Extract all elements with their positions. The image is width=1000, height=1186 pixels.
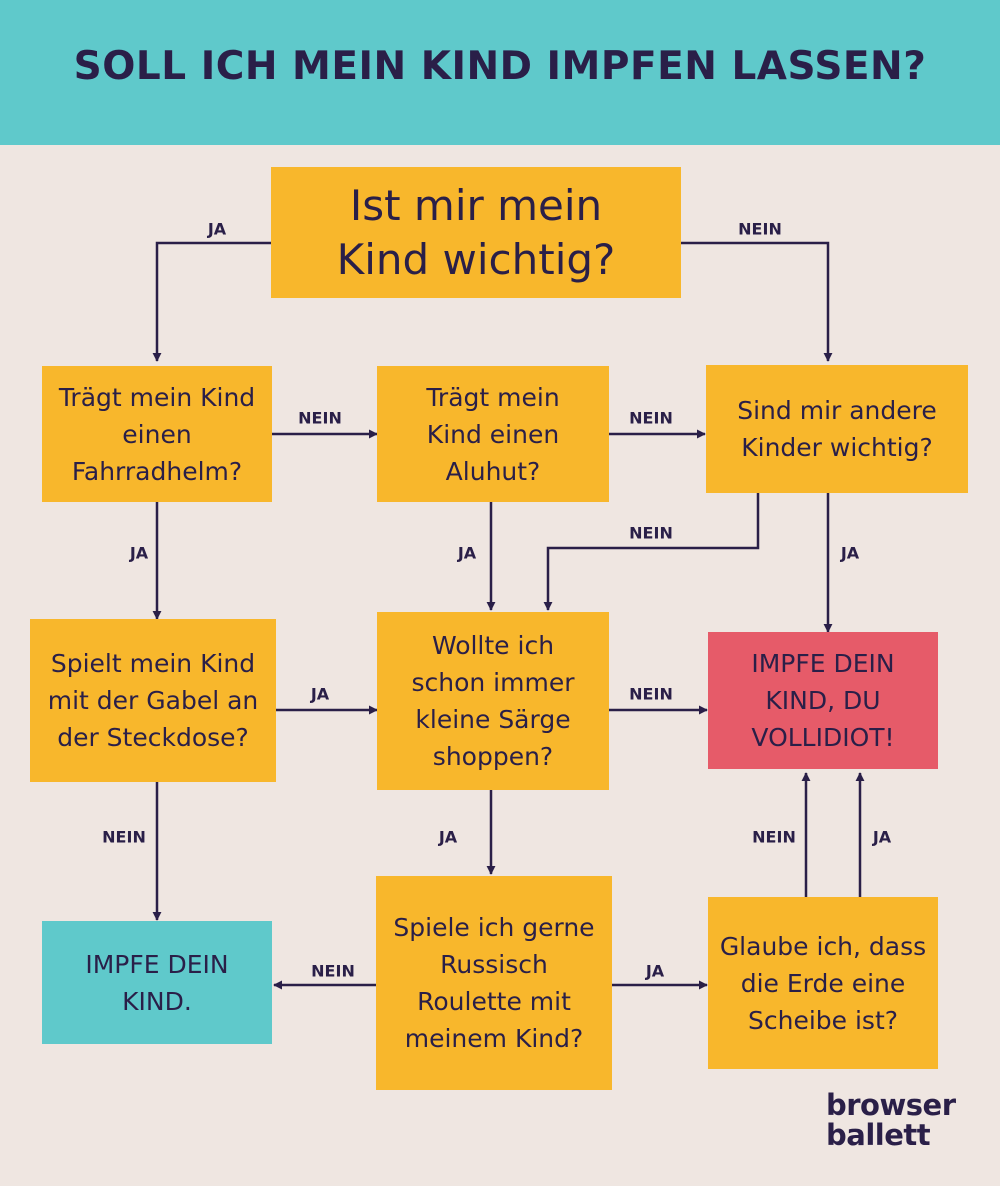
node-coffins: Wollte ich schon immer kleine Särge shop… bbox=[377, 612, 609, 790]
label-others-nein: NEIN bbox=[629, 523, 673, 543]
node-vaccinate: IMPFE DEIN KIND. bbox=[42, 921, 272, 1044]
label-coffins-ja: JA bbox=[438, 827, 458, 847]
node-helmet: Trägt mein Kind einen Fahrradhelm? bbox=[42, 366, 272, 502]
node-alu: Trägt mein Kind einen Aluhut? bbox=[377, 366, 609, 502]
node-roulette: Spiele ich gerne Russisch Roulette mit m… bbox=[376, 876, 612, 1090]
label-alu-ja: JA bbox=[457, 543, 477, 563]
edge-start-ja bbox=[152, 241, 271, 362]
node-idiot: IMPFE DEIN KIND, DU VOLLIDIOT! bbox=[708, 632, 938, 769]
node-others: Sind mir andere Kinder wichtig? bbox=[706, 365, 968, 493]
header-banner bbox=[0, 0, 1000, 145]
label-flat-ja: JA bbox=[872, 827, 892, 847]
label-roulette-nein: NEIN bbox=[311, 961, 355, 981]
page-title: SOLL ICH MEIN KIND IMPFEN LASSEN? bbox=[73, 44, 927, 89]
label-helmet-nein: NEIN bbox=[298, 408, 342, 428]
node-flat: Glaube ich, dass die Erde eine Scheibe i… bbox=[708, 897, 938, 1069]
label-helmet-ja: JA bbox=[129, 543, 149, 563]
edge-start-nein bbox=[681, 241, 833, 362]
logo-line-1: browser bbox=[826, 1088, 956, 1122]
edge-others-nein bbox=[543, 493, 760, 611]
label-roulette-ja: JA bbox=[645, 961, 665, 981]
label-flat-nein: NEIN bbox=[752, 827, 796, 847]
label-fork-ja: JA bbox=[310, 684, 330, 704]
label-others-ja: JA bbox=[840, 543, 860, 563]
label-fork-nein: NEIN bbox=[102, 827, 146, 847]
label-start-nein: NEIN bbox=[738, 219, 782, 239]
label-coffins-nein: NEIN bbox=[629, 684, 673, 704]
label-alu-nein: NEIN bbox=[629, 408, 673, 428]
logo-line-2: ballett bbox=[826, 1118, 931, 1152]
node-start: Ist mir mein Kind wichtig? bbox=[271, 167, 681, 298]
brand-logo: browser ballett bbox=[826, 1090, 956, 1150]
label-start-ja: JA bbox=[207, 219, 227, 239]
node-fork: Spielt mein Kind mit der Gabel an der St… bbox=[30, 619, 276, 782]
